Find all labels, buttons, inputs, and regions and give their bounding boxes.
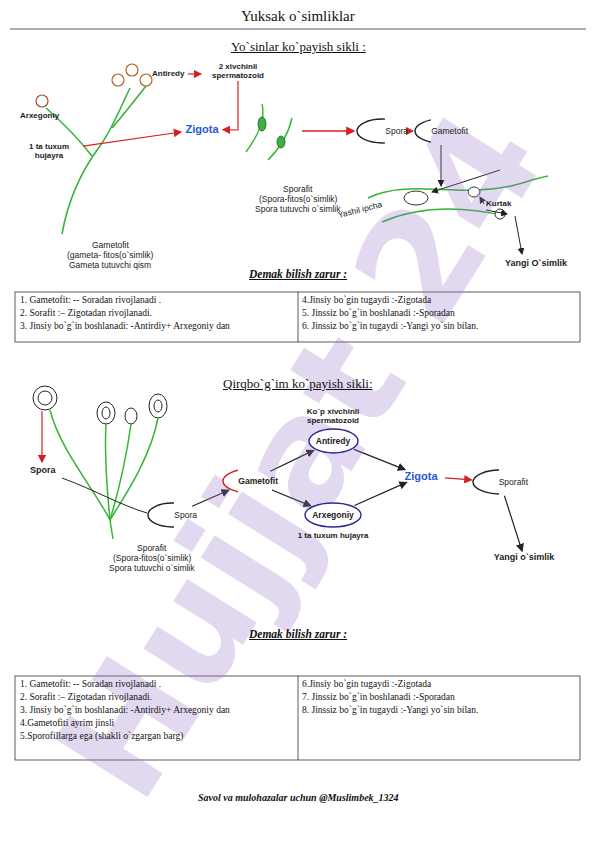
label: (gameta- fitos(o`simlik) <box>67 250 153 260</box>
node-text: Gametofit <box>238 476 278 486</box>
organ-node: Ko`p xivchinli spermatozoidAntiredy <box>294 407 372 454</box>
node-heading: 1 ta tuxum hujayra <box>294 531 372 540</box>
node-text: 1 ta tuxum hujayra <box>16 142 82 160</box>
ellipse <box>473 470 499 494</box>
node-heading: Ko`p xivchinli spermatozoid <box>294 407 372 425</box>
ellipse <box>309 429 358 453</box>
label: 8. Jinssiz bo`g`in tugaydi :-Yangi yo`si… <box>302 705 576 715</box>
oval-node: Gametofit <box>414 118 468 144</box>
oval-node: Sporafit <box>472 469 528 495</box>
header-rule <box>10 29 586 30</box>
connector-arrow <box>445 478 471 480</box>
node-text: Spora <box>174 510 197 520</box>
node-text: Yangi o`simlik <box>490 552 558 562</box>
label: Spora tutuvchi o`simlik <box>255 204 341 214</box>
label: 5. Jinssiz bo`g`in boshlanadi :-Sporadan <box>302 308 576 318</box>
connector-arrow <box>504 496 522 551</box>
node-text: Zigota <box>398 470 444 482</box>
ellipse <box>415 119 431 143</box>
label: Qirqbo`g`im ko`payish sikli: <box>223 376 373 392</box>
ellipse <box>148 503 174 527</box>
label: 2. Sorafit :– Zigotadan rivojlanadi. <box>20 308 296 318</box>
sporophyte-leaves <box>246 104 292 160</box>
oval-node: Spora <box>356 118 408 144</box>
label: Sporafit <box>137 543 166 553</box>
label: Yo`sinlar ko`payish sikli : <box>231 39 366 55</box>
node-text: Spora <box>385 126 408 136</box>
moss-gametophyte <box>46 86 146 234</box>
label: 4.Gametofiti ayrim jinsli <box>20 718 296 728</box>
oval-node: Spora <box>147 502 197 528</box>
oval-outline-box: Antiredy <box>308 428 359 454</box>
ellipse <box>357 119 385 143</box>
red-arrow <box>188 73 201 74</box>
text-node: Yangi o`simlik <box>490 552 558 562</box>
organ-node: Arxegoniy 1 ta tuxum hujayra <box>294 502 372 540</box>
label: (Spora-fitos(o`simlik) <box>113 553 191 563</box>
text-node: Zigota <box>398 470 444 482</box>
label: 7. Jinssiz bo`g`in boshlanadi :-Sporadan <box>302 692 576 702</box>
label: Antiredy <box>152 69 184 78</box>
label: Savol va mulohazalar uchun @Muslimbek_13… <box>198 792 399 803</box>
archegonium <box>36 95 48 107</box>
label: 4.Jinsiy bo`gin tugaydi :-Zigotada <box>302 295 576 305</box>
red-arrow <box>41 411 42 462</box>
label: Demak bilish zarur : <box>249 628 347 640</box>
oval-outline <box>147 502 174 528</box>
table-divider <box>298 676 299 760</box>
label: Gameta tutuvchi qism <box>69 260 151 270</box>
node-text: Zigota <box>182 123 222 135</box>
connector-arrow <box>223 81 238 130</box>
ellipse <box>223 469 238 493</box>
label: Spora tutuvchi o`simlik <box>109 563 195 573</box>
text-node: 2 xivchinli spermatozoid <box>204 62 272 80</box>
node-text: Arxegoniy <box>312 510 354 520</box>
label: Spora <box>30 465 56 475</box>
antheridia <box>112 64 152 86</box>
label: Gametofit <box>92 240 129 250</box>
connector-arrow <box>83 132 181 146</box>
ellipse <box>305 503 361 527</box>
label: 3. Jinsiy bo`g`in boshlanadi: -Antirdiy+… <box>20 321 296 331</box>
node-text: Antiredy <box>316 436 350 446</box>
text-node: Zigota <box>182 123 222 135</box>
node-text: Gametofit <box>431 126 468 136</box>
red-arrow <box>302 130 354 131</box>
label: (Spora-fitos(o`simlik) <box>259 194 337 204</box>
label: Demak bilish zarur : <box>249 268 347 280</box>
node-text: 2 xivchinli spermatozoid <box>204 62 272 80</box>
label: 6. Jinssiz bo`g`in tugaydi :-Yangi yo`si… <box>302 321 576 331</box>
label: 6.Jinsiy bo`gin tugaydi :-Zigotada <box>302 679 576 689</box>
page-title: Yuksak o`simliklar <box>241 8 355 25</box>
oval-outline <box>472 469 499 495</box>
horsetail-stems <box>50 410 158 539</box>
oval-node: Gametofit <box>222 468 278 494</box>
label: Yangi O`simlik <box>505 258 567 268</box>
label: Sporafit <box>283 184 312 194</box>
text-node: 1 ta tuxum hujayra <box>16 142 82 160</box>
oval-outline <box>222 468 238 494</box>
label: 5.Sporofillarga ega (shakli o`zgargan ba… <box>20 731 296 741</box>
label: 3. Jinsiy bo`g`in boshlanadi: -Antirdiy+… <box>20 705 296 715</box>
label: Kurtak <box>486 199 511 208</box>
label: 2. Sorafit :– Zigotadan rivojlanadi. <box>20 692 296 702</box>
leader-line <box>62 478 147 513</box>
node-text: Sporafit <box>499 477 528 487</box>
oval-outline-box: Arxegoniy <box>304 502 362 528</box>
label: Arxegoniy <box>20 111 59 120</box>
oval-outline <box>414 118 431 144</box>
label: 1. Gametofit: -- Soradan rivojlanadi . <box>20 679 296 689</box>
label: 1. Gametofit: -- Soradan rivojlanadi . <box>20 295 296 305</box>
oval-outline <box>356 118 385 144</box>
